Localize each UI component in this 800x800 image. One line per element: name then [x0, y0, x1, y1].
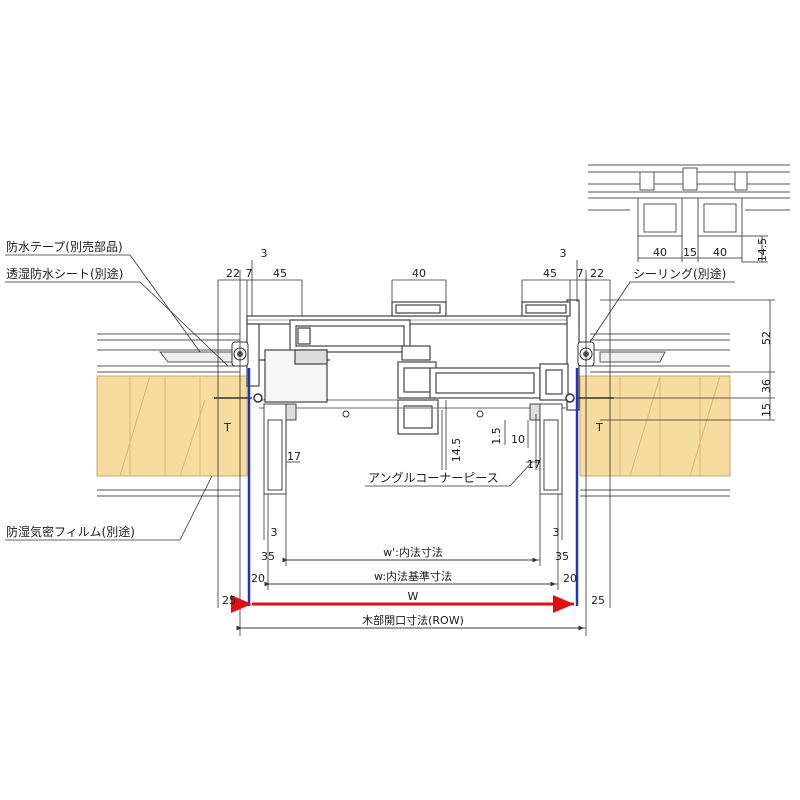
inset-dim-40-left: 40 [653, 246, 667, 259]
dim-3-right-bottom: 3 [553, 526, 560, 539]
center-screw-left [342, 410, 350, 418]
dim-52: 52 [760, 331, 773, 345]
dim-7-left: 7 [246, 267, 253, 280]
dim-7-right: 7 [577, 267, 584, 280]
left-interior-trim [263, 403, 297, 495]
w-prime-label: w':内法寸法 [383, 545, 443, 559]
right-wood-block [579, 375, 731, 477]
dim-15-right: 15 [760, 403, 773, 417]
dim-1-5: 1.5 [490, 427, 503, 445]
dim-40-center: 40 [412, 267, 426, 280]
dim-22-right: 22 [590, 267, 604, 280]
dim-arrows [236, 557, 584, 631]
vapor-barrier-label: 防湿気密フィルム(別途) [6, 524, 135, 539]
window-frame [246, 299, 580, 435]
dim-3-right-top: 3 [560, 247, 567, 260]
dim-10: 10 [511, 433, 525, 446]
inset-dim-15: 15 [683, 246, 697, 259]
dim-22-left: 22 [226, 267, 240, 280]
dim-35-left: 35 [261, 550, 275, 563]
row-label: 木部開口寸法(ROW) [362, 613, 464, 627]
permeable-sheet-label: 透湿防水シート(別途) [6, 266, 123, 281]
center-screw-right [476, 410, 484, 418]
W-label: W [408, 590, 419, 603]
dim-25-right: 25 [591, 594, 605, 607]
leader-lines [5, 254, 735, 541]
dim-45-left: 45 [273, 267, 287, 280]
w-label: w:内法基準寸法 [374, 569, 452, 583]
waterproof-tape-label: 防水テープ(別売部品) [6, 239, 123, 254]
sealing-label: シーリング(別途) [633, 266, 726, 281]
inset-detail [588, 164, 790, 263]
dim-25-left: 25 [222, 594, 236, 607]
angle-corner-piece-label: アングルコーナーピース [368, 471, 499, 485]
inset-dim-14-5: 14.5 [756, 238, 769, 263]
inset-dim-40-right: 40 [713, 246, 727, 259]
dim-14-5-center: 14.5 [450, 438, 463, 463]
dim-3-left-bottom: 3 [271, 526, 278, 539]
dim-20-right: 20 [563, 572, 577, 585]
dim-17-left: 17 [287, 450, 301, 463]
dim-20-left: 20 [251, 572, 265, 585]
right-interior-trim [529, 403, 563, 495]
left-timber-mark: T [223, 421, 231, 434]
dim-36: 36 [760, 379, 773, 393]
left-wood-block [96, 375, 248, 477]
dim-35-right: 35 [555, 550, 569, 563]
dim-45-right: 45 [543, 267, 557, 280]
left-screw [214, 393, 263, 403]
dim-3-left-top: 3 [261, 247, 268, 260]
blue-reference-lines [247, 368, 579, 606]
right-timber-mark: T [595, 421, 603, 434]
dim-17-right: 17 [527, 458, 541, 471]
